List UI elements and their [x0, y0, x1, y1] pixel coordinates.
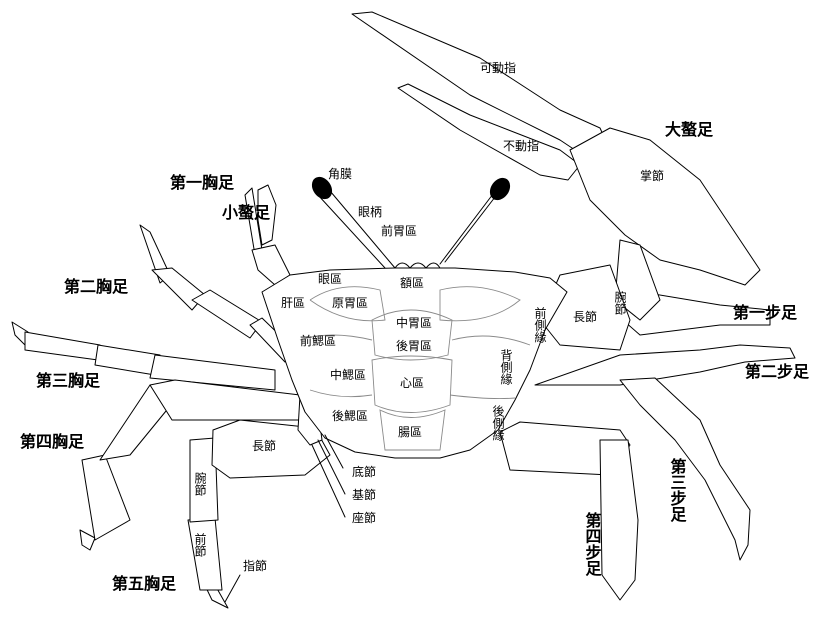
label-palm: 掌節 [640, 168, 664, 183]
label-propodus: 前節 [193, 532, 207, 557]
label-ischium: 座節 [352, 510, 376, 525]
label-hepatic: 肝區 [281, 296, 305, 310]
labels: 可動指 不動指 大螯足 掌節 角膜 眼柄 前胃區 第一胸足 小螯足 眼區 額區 … [20, 60, 810, 593]
label-merus-left: 長節 [252, 438, 276, 453]
label-middle-branchial: 中鰓區 [330, 367, 366, 382]
label-fourth-pereiopod: 第四胸足 [20, 432, 85, 451]
label-posterior-branchial: 後鰓區 [332, 409, 368, 423]
label-mesogastric: 中胃區 [396, 315, 432, 330]
label-protogastric: 原胃區 [332, 296, 368, 310]
label-third-pereiopod: 第三胸足 [36, 371, 101, 390]
label-frontal: 額區 [400, 276, 424, 290]
label-merus-right: 長節 [573, 309, 597, 324]
right-legs [351, 11, 796, 601]
label-movable-finger: 可動指 [480, 60, 516, 75]
label-cornea: 角膜 [328, 167, 352, 181]
label-basis: 基節 [352, 487, 376, 502]
label-fifth-pereiopod: 第五胸足 [112, 574, 177, 593]
label-anterior-branchial: 前鰓區 [300, 333, 336, 348]
label-carpus-right: 腕節 [613, 290, 627, 315]
left-legs [11, 184, 331, 609]
label-orbital: 眼區 [318, 272, 342, 286]
label-coxa: 底節 [352, 464, 376, 479]
label-small-claw: 小螯足 [222, 203, 271, 222]
carapace [261, 176, 568, 459]
label-carpus-left: 腕節 [193, 471, 207, 496]
label-third-walking-leg: 第三步足 [668, 457, 687, 522]
label-anterior-gastric: 前胃區 [381, 223, 417, 238]
label-cardiac: 心區 [400, 376, 424, 390]
label-second-pereiopod: 第二胸足 [64, 277, 129, 296]
label-big-claw: 大螯足 [665, 120, 714, 139]
label-dactylus: 指節 [243, 558, 267, 573]
label-second-walking-leg: 第二步足 [745, 362, 810, 381]
label-intestinal: 腸區 [398, 425, 422, 439]
label-fixed-finger: 不動指 [503, 138, 539, 153]
label-fourth-walking-leg: 第四步足 [583, 511, 602, 576]
label-metagastric: 後胃區 [396, 339, 432, 353]
label-posterolateral: 後側緣 [491, 405, 505, 442]
label-dorsolateral: 背側緣 [499, 349, 513, 386]
leader-lines [224, 434, 346, 603]
label-eyestalk: 眼柄 [358, 205, 382, 219]
label-anterolateral: 前側緣 [533, 306, 547, 344]
label-first-walking-leg: 第一步足 [733, 303, 798, 322]
label-first-pereiopod: 第一胸足 [170, 173, 235, 192]
